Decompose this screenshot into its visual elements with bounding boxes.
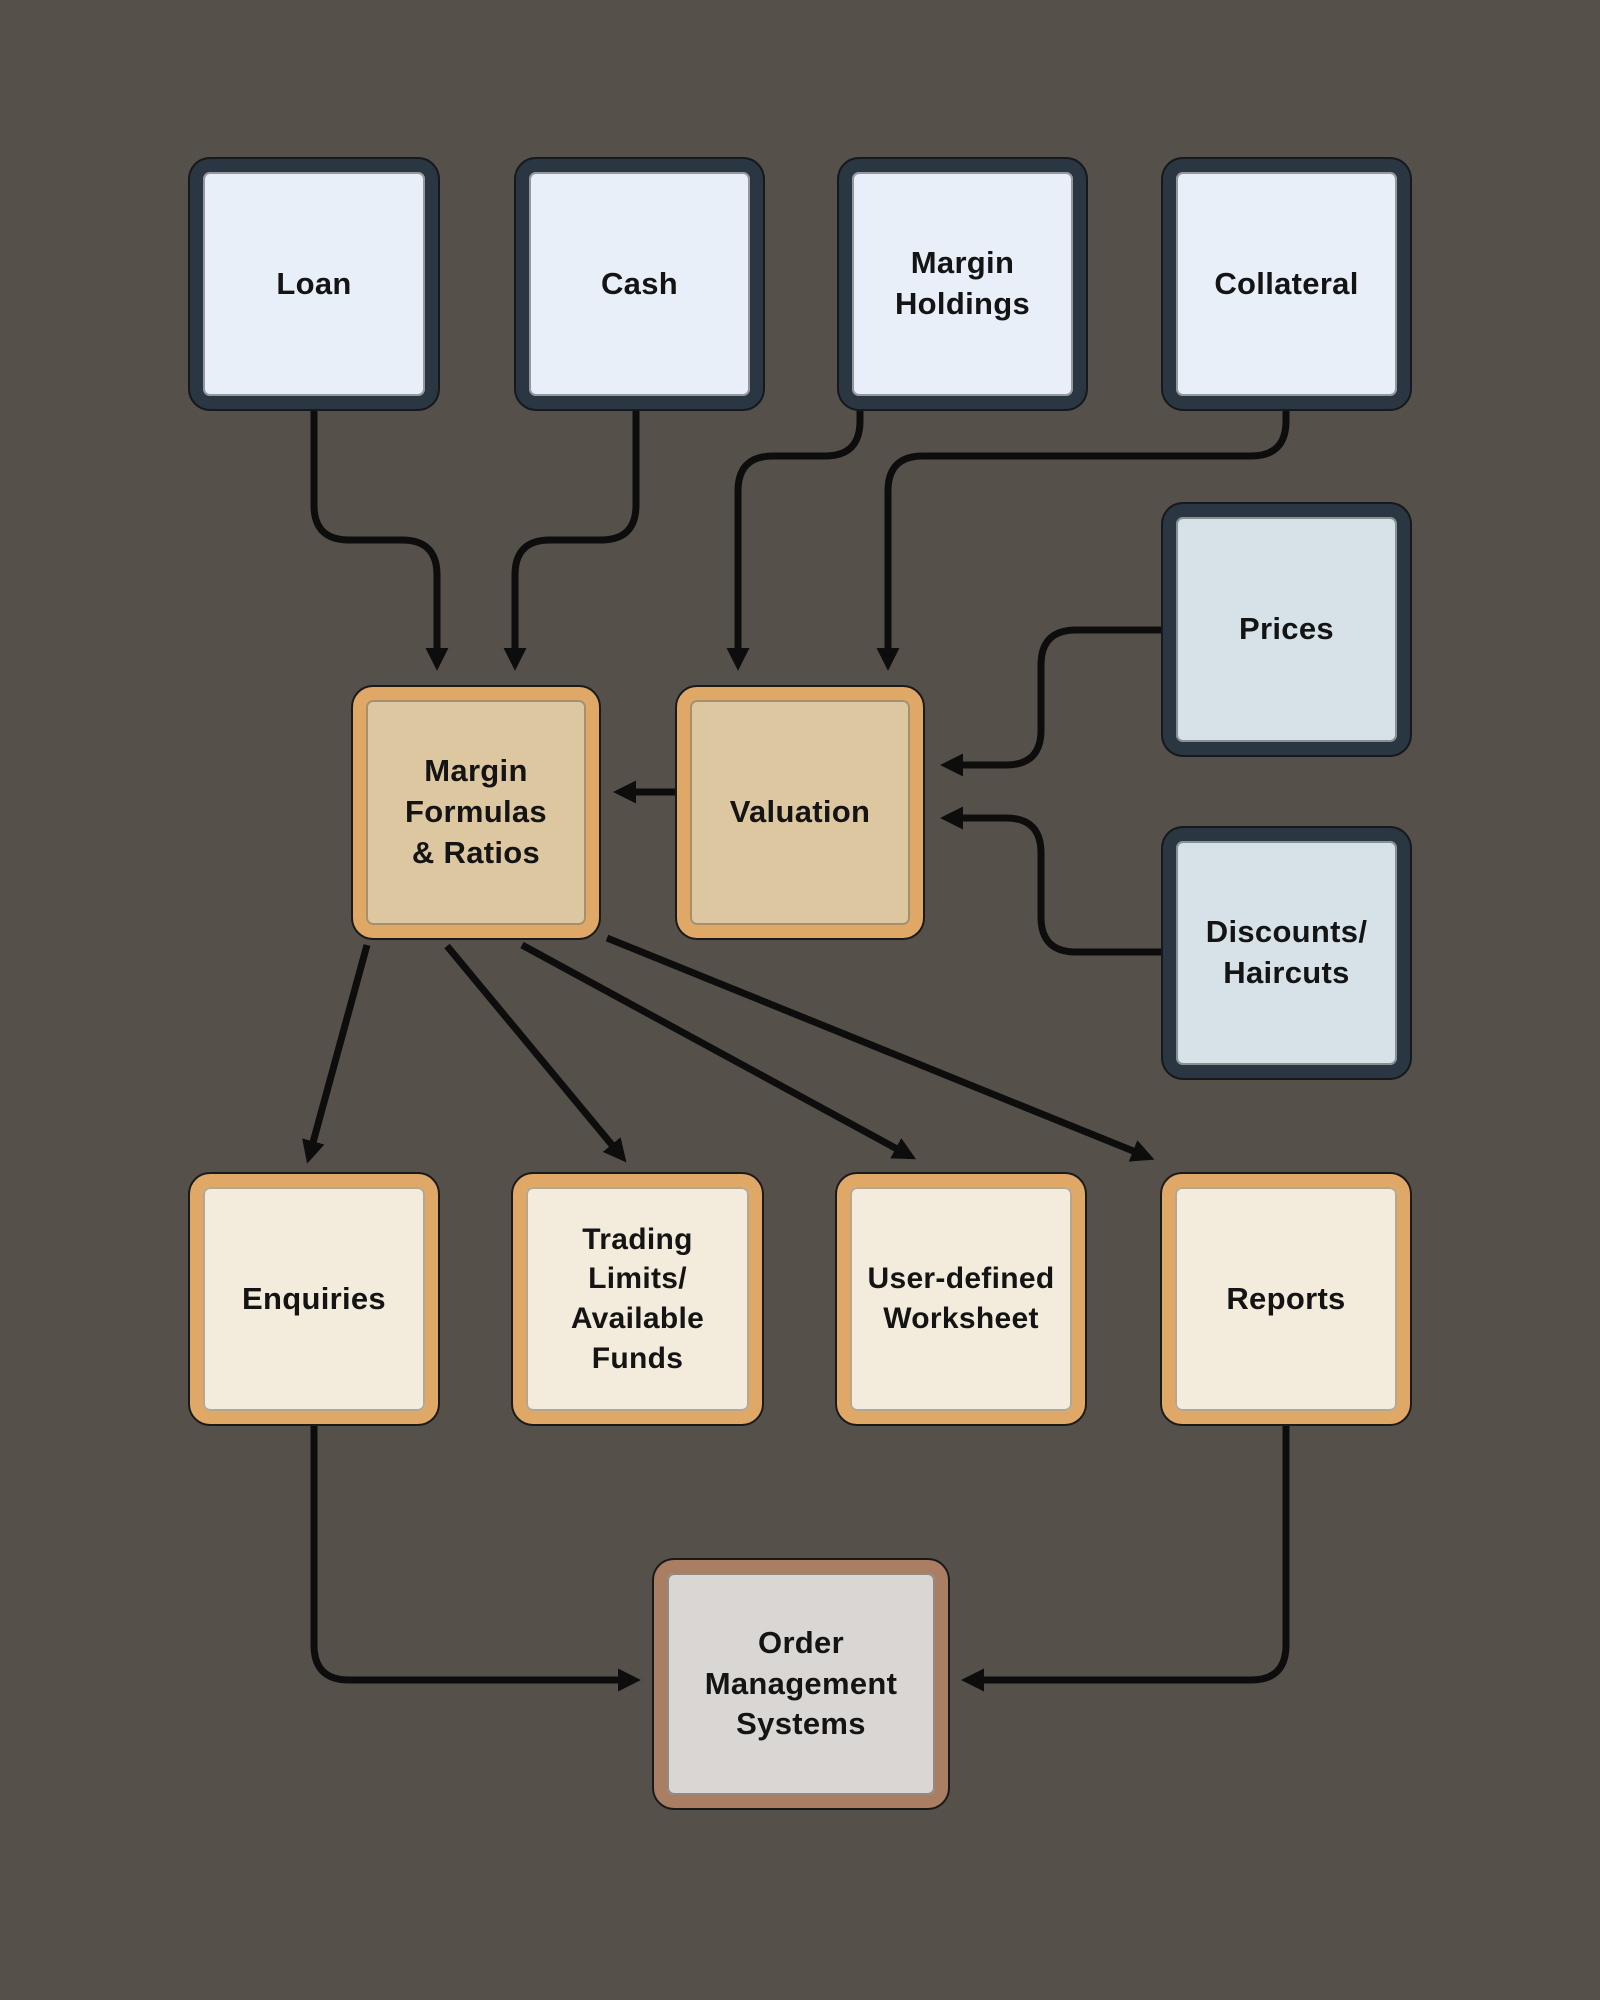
node-collateral-label: Collateral [1214, 265, 1359, 301]
node-margin-holdings-label: Margin Holdings [895, 245, 1030, 321]
edge-margin-formulas-to-trading-limits [444, 943, 627, 1163]
node-prices: Prices [1163, 504, 1410, 755]
node-order-management-systems-label: Order Management Systems [704, 1624, 898, 1742]
edge-enquiries-to-oms [310, 1424, 641, 1692]
edge-margin-formulas-to-user-worksheet [520, 941, 917, 1160]
node-valuation-label: Valuation [729, 794, 871, 830]
node-trading-limits-available-funds: Trading Limits/ Available Funds [513, 1174, 762, 1424]
node-reports-label: Reports [1226, 1280, 1346, 1316]
node-loan: Loan [190, 159, 438, 409]
node-margin-formulas-ratios-label: Margin Formulas & Ratios [405, 753, 547, 870]
node-valuation: Valuation [677, 687, 923, 938]
edge-discounts-to-valuation [940, 806, 1164, 956]
node-cash-label: Cash [600, 265, 678, 301]
edge-reports-to-oms [961, 1424, 1290, 1692]
node-user-defined-worksheet: User-defined Worksheet [837, 1174, 1085, 1424]
edge-margin-formulas-to-enquiries [302, 944, 371, 1164]
edge-margin-formulas-to-reports [605, 934, 1155, 1162]
node-prices-label: Prices [1239, 611, 1334, 647]
node-order-management-systems: Order Management Systems [654, 1560, 948, 1808]
node-collateral: Collateral [1163, 159, 1410, 409]
node-trading-limits-available-funds-label: Trading Limits/ Available Funds [570, 1222, 705, 1375]
node-enquiries-label: Enquiries [242, 1280, 386, 1316]
node-user-defined-worksheet-label: User-defined Worksheet [867, 1262, 1055, 1335]
node-discounts-haircuts: Discounts/ Haircuts [1163, 828, 1410, 1078]
edge-loan-to-margin-formulas [310, 410, 449, 671]
edge-cash-to-margin-formulas [503, 410, 640, 671]
node-margin-holdings: Margin Holdings [839, 159, 1086, 409]
node-loan-label: Loan [276, 265, 352, 301]
node-enquiries: Enquiries [190, 1174, 438, 1424]
node-margin-formulas-ratios: Margin Formulas & Ratios [353, 687, 599, 938]
node-cash: Cash [516, 159, 763, 409]
edge-margin-holdings-to-valuation [726, 410, 864, 671]
edge-prices-to-valuation [940, 626, 1164, 777]
node-discounts-haircuts-label: Discounts/ Haircuts [1205, 914, 1368, 990]
node-reports: Reports [1162, 1174, 1410, 1424]
edge-collateral-to-valuation [876, 410, 1290, 671]
